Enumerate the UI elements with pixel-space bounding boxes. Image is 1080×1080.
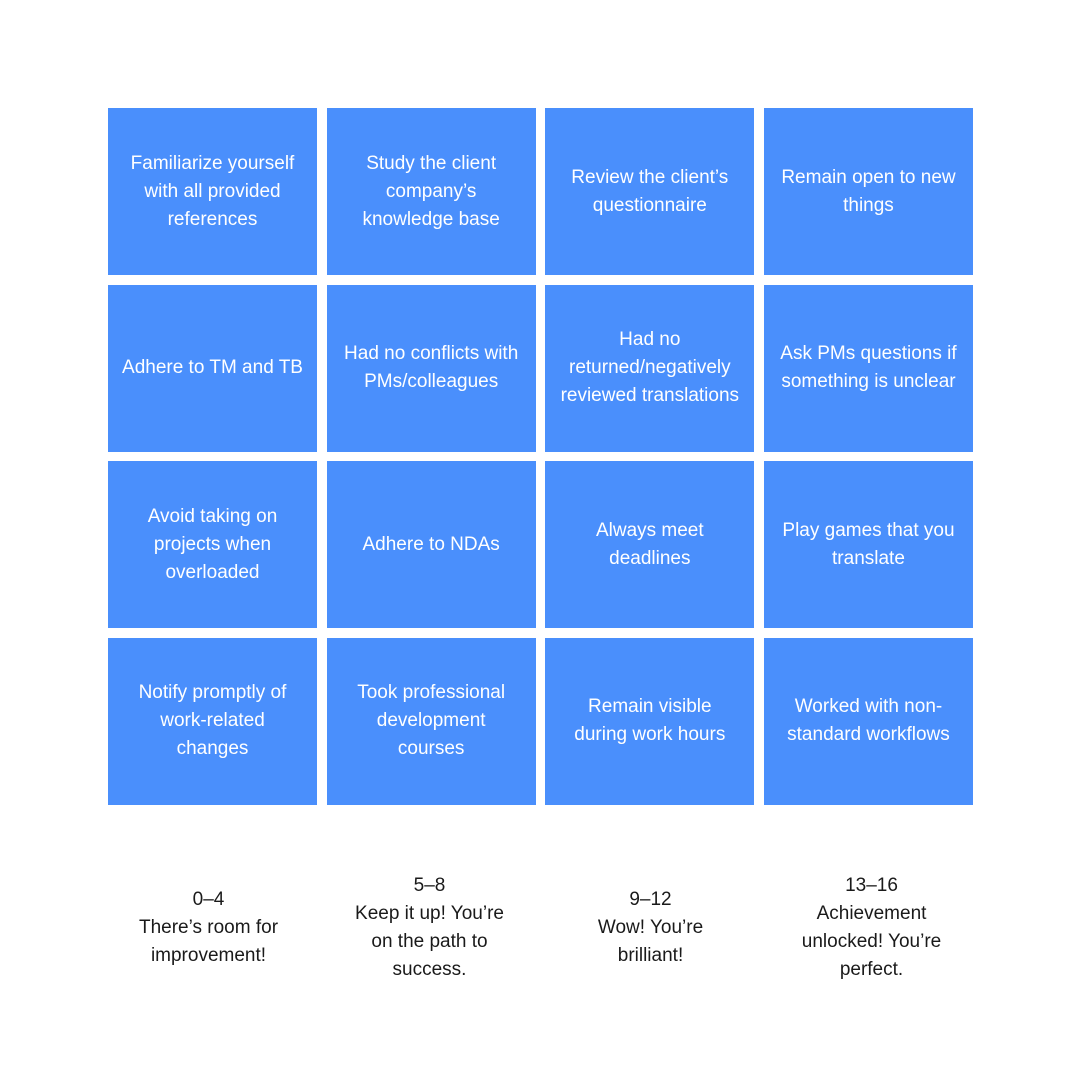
score-range: 9–12 — [629, 889, 672, 910]
bingo-cell-r1c4[interactable]: Remain open to new things — [763, 108, 973, 275]
bingo-cell-r2c2[interactable]: Had no conflicts with PMs/colleagues — [326, 284, 536, 452]
score-range: 0–4 — [192, 889, 225, 910]
score-legend: 0–4 There’s room for improvement! 5–8 Ke… — [98, 870, 982, 986]
bingo-board: Familiarize yourself with all provided r… — [108, 108, 973, 805]
bingo-cell-text: Avoid taking on projects when overloaded — [147, 505, 278, 583]
bingo-cell-text: Familiarize yourself with all provided r… — [130, 152, 295, 230]
score-legend-item: 0–4 There’s room for improvement! — [98, 886, 319, 970]
bingo-cell-text: Remain open to new things — [781, 166, 956, 216]
bingo-cell-r1c2[interactable]: Study the client company’s knowledge bas… — [326, 108, 536, 275]
score-range: 5–8 — [413, 875, 446, 896]
bingo-cell-text: Adhere to NDAs — [362, 533, 500, 555]
bingo-cell-r3c2[interactable]: Adhere to NDAs — [326, 461, 536, 629]
bingo-cell-text: Play games that you translate — [782, 519, 955, 569]
bingo-cell-text: Review the client’s questionnaire — [571, 166, 729, 216]
bingo-cell-r1c1[interactable]: Familiarize yourself with all provided r… — [108, 108, 317, 275]
bingo-cell-r3c1[interactable]: Avoid taking on projects when overloaded — [108, 461, 317, 629]
bingo-cell-r4c1[interactable]: Notify promptly of work-related changes — [108, 637, 317, 805]
bingo-cell-r2c1[interactable]: Adhere to TM and TB — [108, 284, 317, 452]
score-range: 13–16 — [845, 875, 898, 896]
bingo-cell-text: Had no conflicts with PMs/colleagues — [344, 343, 519, 393]
score-legend-item: 5–8 Keep it up! You’re on the path to su… — [319, 872, 540, 984]
bingo-cell-r1c3[interactable]: Review the client’s questionnaire — [545, 108, 755, 275]
bingo-cell-text: Worked with non- standard workflows — [787, 696, 950, 746]
bingo-cell-text: Took professional development courses — [357, 682, 506, 760]
bingo-cell-r2c3[interactable]: Had no returned/negatively reviewed tran… — [545, 284, 755, 452]
score-legend-item: 13–16 Achievement unlocked! You’re perfe… — [761, 872, 982, 984]
score-legend-item: 9–12 Wow! You’re brilliant! — [540, 886, 761, 970]
bingo-cell-text: Notify promptly of work-related changes — [138, 682, 287, 760]
score-message: Keep it up! You’re on the path to succes… — [355, 903, 504, 980]
bingo-cell-text: Ask PMs questions if something is unclea… — [780, 343, 957, 393]
bingo-cell-r4c4[interactable]: Worked with non- standard workflows — [763, 637, 973, 805]
bingo-cell-r2c4[interactable]: Ask PMs questions if something is unclea… — [763, 284, 973, 452]
score-message: There’s room for improvement! — [138, 917, 279, 966]
bingo-cell-text: Adhere to TM and TB — [122, 357, 303, 379]
bingo-cell-text: Always meet deadlines — [595, 519, 704, 569]
score-message: Wow! You’re brilliant! — [597, 917, 704, 966]
bingo-cell-r4c3[interactable]: Remain visible during work hours — [545, 637, 755, 805]
score-message: Achievement unlocked! You’re perfect. — [801, 903, 942, 980]
bingo-cell-r4c2[interactable]: Took professional development courses — [326, 637, 536, 805]
bingo-cell-r3c3[interactable]: Always meet deadlines — [545, 461, 755, 629]
bingo-cell-text: Study the client company’s knowledge bas… — [362, 152, 500, 230]
bingo-cell-text: Remain visible during work hours — [574, 696, 726, 746]
bingo-cell-r3c4[interactable]: Play games that you translate — [763, 461, 973, 629]
bingo-cell-text: Had no returned/negatively reviewed tran… — [560, 329, 740, 407]
